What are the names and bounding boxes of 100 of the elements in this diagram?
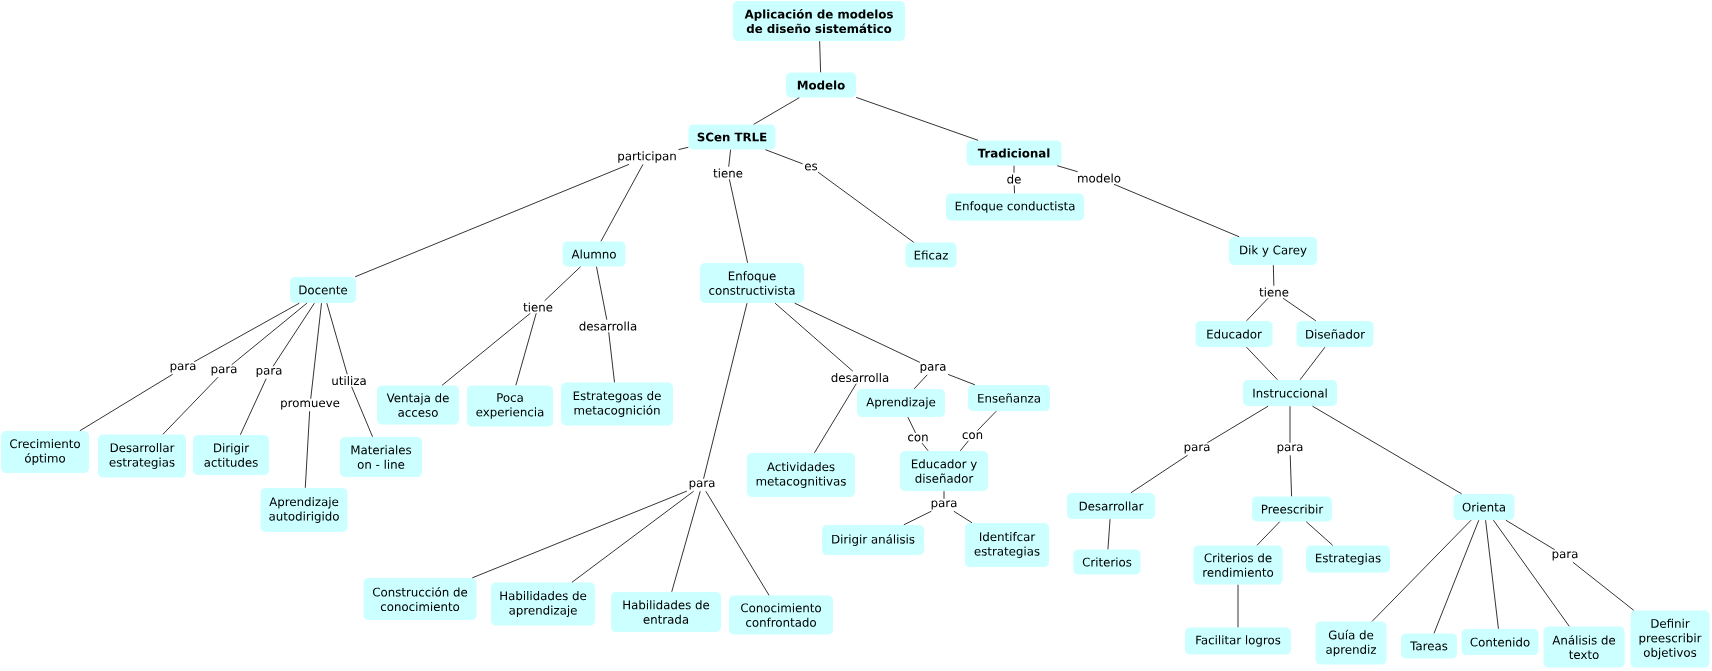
connector-line xyxy=(678,146,689,150)
connector-line xyxy=(472,490,688,579)
connector-line xyxy=(515,312,537,386)
concept-box: Instruccional xyxy=(1243,380,1337,406)
connector-line xyxy=(1272,264,1275,287)
connector-line xyxy=(794,302,921,363)
connector-line xyxy=(1113,183,1240,238)
linking-phrase: es xyxy=(802,162,820,172)
connector-line xyxy=(571,490,695,583)
connector-line xyxy=(921,442,929,452)
linking-phrase: para xyxy=(1182,442,1212,456)
linking-phrase: promueve xyxy=(278,398,342,412)
connector-line xyxy=(1371,519,1472,622)
connector-line xyxy=(272,302,315,367)
linking-phrase: para xyxy=(254,366,284,379)
connector-line xyxy=(819,40,821,73)
linking-phrase: de xyxy=(1005,172,1023,186)
connector-line xyxy=(608,331,615,383)
concept-box: Preescribir xyxy=(1252,496,1332,522)
linking-phrase: tiene xyxy=(1257,285,1291,299)
connector-line xyxy=(193,302,300,363)
concept-box: Diseñador xyxy=(1296,321,1374,347)
connector-line xyxy=(765,149,803,165)
connector-line xyxy=(1505,519,1556,551)
connector-line xyxy=(1246,346,1278,381)
connector-line xyxy=(1206,405,1269,444)
connector-line xyxy=(304,410,311,489)
concept-box: Dirigir análisis xyxy=(822,525,924,555)
linking-phrase: tiene xyxy=(711,166,745,180)
linking-phrase: para xyxy=(918,362,948,375)
connector-line xyxy=(913,374,928,390)
connector-line xyxy=(1305,521,1334,546)
concept-box: Enfoque conductista xyxy=(946,193,1084,221)
connector-line xyxy=(1013,165,1015,174)
concept-box: Crecimiento óptimo xyxy=(1,431,89,473)
concept-box: Construcción de conocimiento xyxy=(363,578,477,620)
concept-box: Alumno xyxy=(562,241,626,267)
connector-line xyxy=(703,302,748,480)
connector-line xyxy=(959,440,969,452)
connector-line xyxy=(1130,454,1188,494)
linking-phrase: desarrolla xyxy=(829,371,891,384)
concept-box: Docente xyxy=(290,277,356,303)
concept-box: Dirigir actitudes xyxy=(193,435,269,475)
connector-line xyxy=(1312,405,1462,495)
connector-line xyxy=(943,490,945,500)
concept-box: Desarrollar estrategias xyxy=(98,434,186,478)
concept-box: Orienta xyxy=(1453,494,1515,520)
connector-line xyxy=(326,302,348,375)
concept-box: Aprendizaje xyxy=(857,389,945,417)
connector-line xyxy=(1433,519,1480,634)
connector-line xyxy=(1256,521,1281,546)
connector-line xyxy=(1107,518,1111,550)
concept-box: Enseñanza xyxy=(968,385,1050,411)
concept-box: Identifcar estrategias xyxy=(965,523,1049,567)
connector-line xyxy=(814,383,857,454)
concept-box: Modelo xyxy=(786,72,856,98)
concept-box: Análisis de texto xyxy=(1543,626,1625,668)
concept-box: Criterios de rendimiento xyxy=(1193,545,1283,585)
connector-line xyxy=(903,510,932,526)
concept-box: Educador xyxy=(1195,321,1273,347)
linking-phrase: para xyxy=(1275,442,1305,456)
linking-phrase: para xyxy=(929,498,959,511)
connector-line xyxy=(351,386,373,438)
connector-line xyxy=(1246,297,1269,322)
connector-line xyxy=(774,302,854,372)
concept-box: Guía de aprendiz xyxy=(1315,621,1387,665)
linking-phrase: participan xyxy=(615,149,679,165)
connector-line xyxy=(947,374,976,386)
concept-box: Actividades metacognitivas xyxy=(747,453,855,497)
connector-line xyxy=(671,490,701,593)
connector-line xyxy=(1013,184,1015,194)
connector-line xyxy=(310,302,322,400)
concept-box: Habilidades de aprendizaje xyxy=(491,582,595,626)
connector-line xyxy=(441,312,531,386)
connector-line xyxy=(1282,297,1317,322)
connector-line xyxy=(1572,561,1635,611)
concept-box: Poca experiencia xyxy=(467,385,553,427)
concept-box: Aplicación de modelos de diseño sistemático xyxy=(733,1,905,41)
concept-box: Desarrollar xyxy=(1067,493,1155,519)
concept-box: Materiales on - line xyxy=(340,437,422,477)
concept-box: Ventaja de acceso xyxy=(377,385,459,425)
connector-line xyxy=(855,96,979,141)
connector-line xyxy=(600,164,644,242)
concept-box: Aprendizaje autodirigido xyxy=(260,488,348,532)
linking-phrase: modelo xyxy=(1075,171,1123,185)
linking-phrase: desarrolla xyxy=(577,319,639,333)
linking-phrase: con xyxy=(905,433,931,443)
concept-box: Educador y diseñador xyxy=(900,451,988,491)
connector-line xyxy=(79,373,174,432)
connector-line xyxy=(544,266,581,302)
connector-line xyxy=(1493,519,1570,627)
linking-phrase: con xyxy=(960,430,985,441)
concept-box: Contenido xyxy=(1461,629,1539,655)
connector-line xyxy=(1056,165,1079,173)
concept-box: Estrategoas de metacognición xyxy=(561,382,673,426)
connector-line xyxy=(1289,454,1292,497)
concept-box: SCen TRLE xyxy=(688,124,776,150)
concept-box: Eficaz xyxy=(905,242,957,268)
linking-phrase: para xyxy=(209,364,239,378)
connector-line xyxy=(753,97,800,125)
